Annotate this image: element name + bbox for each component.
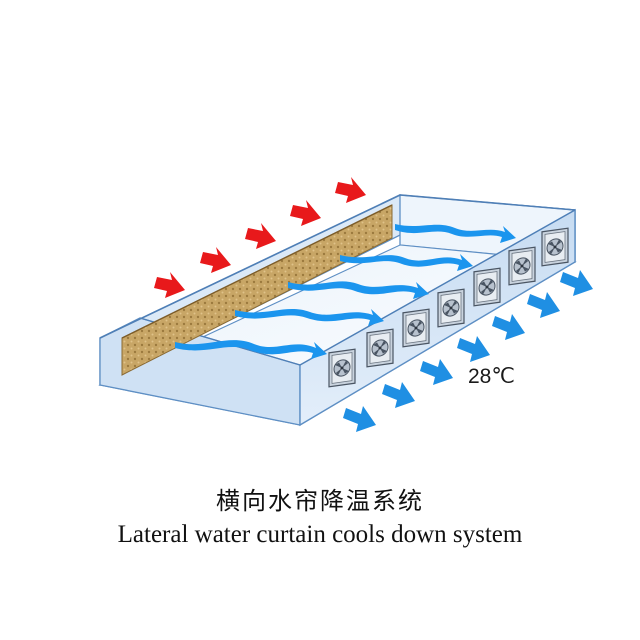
airflow-stream — [235, 309, 384, 326]
arrow-right-icon — [245, 223, 276, 249]
arrow-right-icon — [335, 177, 366, 203]
airflow-streams — [175, 224, 516, 359]
fan-icon — [508, 246, 536, 286]
arrow-down-right-icon — [492, 314, 525, 340]
fan-icon — [473, 267, 501, 307]
arrow-down-right-icon — [382, 382, 415, 408]
temperature-label: 28℃ — [468, 365, 515, 388]
arrow-down-right-icon — [457, 336, 490, 362]
arrow-right-icon — [154, 272, 185, 298]
greenhouse-shell — [98, 194, 577, 427]
fan-icon — [328, 348, 356, 388]
fan-icon — [402, 308, 430, 348]
arrow-right-icon — [200, 247, 231, 273]
hot-air-arrows — [154, 177, 366, 298]
fan-icon — [437, 288, 465, 328]
title-english: Lateral water curtain cools down system — [117, 521, 523, 548]
airflow-stream — [288, 281, 429, 299]
fan-icon — [541, 227, 569, 267]
title-chinese: 横向水帘降温系统 — [216, 487, 424, 515]
airflow-stream — [340, 254, 473, 271]
arrow-right-icon — [290, 200, 321, 226]
arrow-down-right-icon — [527, 292, 560, 318]
water-curtain-pad — [121, 204, 393, 376]
arrow-down-right-icon — [560, 270, 593, 296]
cool-air-arrows — [343, 270, 593, 432]
arrow-down-right-icon — [343, 406, 376, 432]
arrow-down-right-icon — [420, 359, 453, 385]
airflow-stream — [395, 224, 516, 243]
airflow-stream — [175, 340, 327, 359]
fan-icon — [366, 328, 394, 368]
